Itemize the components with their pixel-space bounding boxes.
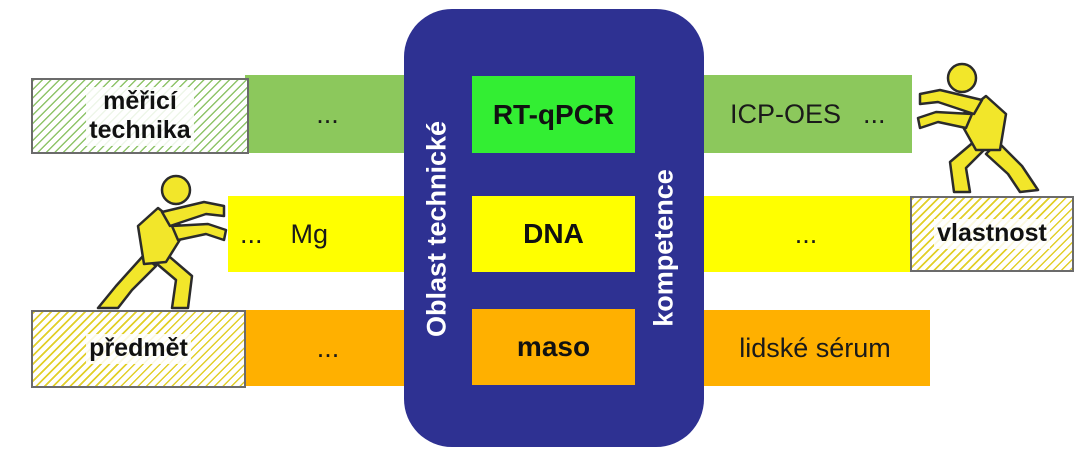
center-item-rt-qpcr: RT-qPCR: [472, 76, 635, 153]
row-bottom-left-bar: ...: [245, 310, 411, 386]
row-top-right-text: ICP-OES: [730, 98, 842, 129]
row-bottom-right-bar: lidské sérum: [700, 310, 930, 386]
box-predmet-label: předmět: [86, 334, 191, 364]
pushing-figure-icon: [96, 174, 228, 310]
row-middle-right-bar: ...: [700, 196, 912, 272]
row-top-right-bar: ICP-OES ...: [700, 75, 912, 153]
row-bottom-left-text: ...: [316, 332, 340, 363]
panel-label-right: kompetence: [648, 169, 679, 327]
box-vlastnost-label: vlastnost: [934, 219, 1050, 249]
row-middle-right-text: ...: [794, 218, 818, 249]
center-item-dna: DNA: [472, 196, 635, 272]
row-top-left-bar: ...: [245, 75, 410, 153]
box-predmet: předmět: [31, 310, 246, 388]
row-top-left-text: ...: [316, 98, 339, 129]
row-middle-left-bar: ... Mg: [228, 196, 412, 272]
panel-label-left: Oblast technické: [421, 120, 452, 338]
row-bottom-right-text: lidské sérum: [739, 332, 891, 363]
row-middle-left-text: Mg: [290, 218, 329, 249]
row-top-right-dots: ...: [863, 98, 886, 129]
box-vlastnost: vlastnost: [910, 196, 1074, 272]
row-middle-left-dots: ...: [240, 218, 263, 249]
center-item-maso: maso: [472, 309, 635, 385]
pushing-figure-icon: [916, 62, 1040, 194]
